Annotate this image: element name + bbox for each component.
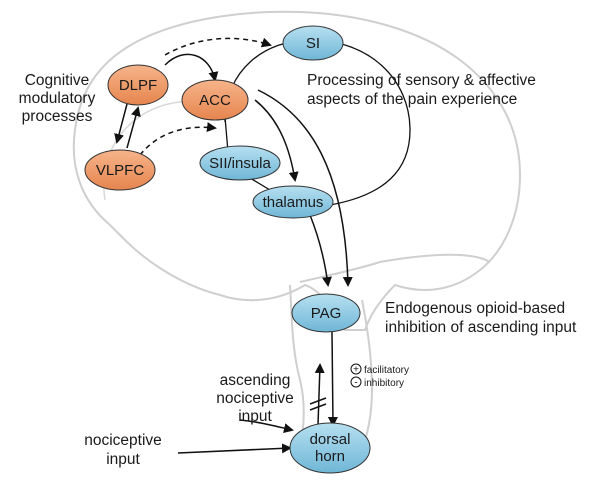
node-thalamus-label: thalamus <box>263 194 324 211</box>
cognitive-line2: modulatory <box>19 90 96 107</box>
node-sii-insula-label: SII/insula <box>209 155 271 172</box>
processing-label: Processing of sensory & affective aspect… <box>307 72 536 108</box>
modulation-legend: + facilitatory - inhibitory <box>350 363 409 389</box>
endogenous-label: Endogenous opioid-based inhibition of as… <box>385 300 577 336</box>
node-dorsal-horn-line1: dorsal <box>310 431 351 448</box>
node-acc-label: ACC <box>199 92 231 109</box>
facilitatory-symbol: + <box>353 365 359 376</box>
node-thalamus: thalamus <box>252 185 334 219</box>
node-sii-insula: SII/insula <box>199 145 281 181</box>
brainstem-outline <box>289 284 374 456</box>
brain-outline <box>72 10 522 331</box>
node-dorsal-horn: dorsal horn <box>289 422 371 474</box>
nociceptive-line1: nociceptive <box>84 432 162 449</box>
dlpf-to-si-dashed-arrow <box>164 37 272 56</box>
ascending-block-mark-1 <box>309 397 327 405</box>
ascending-input-pointer <box>239 419 294 434</box>
acc-to-thalamus-arrow <box>254 99 299 182</box>
node-si: SI <box>282 25 344 61</box>
ascending-block-mark-2 <box>309 403 327 411</box>
cognitive-modulatory-label: Cognitive modulatory processes <box>19 72 96 125</box>
node-acc: ACC <box>181 79 249 121</box>
cognitive-line3: processes <box>22 108 93 125</box>
ascending-line3: input <box>238 408 272 425</box>
endogenous-line1: Endogenous opioid-based <box>385 300 565 317</box>
nociceptive-input-label: nociceptive input <box>84 432 162 468</box>
cerebellum-outline <box>299 253 491 283</box>
inhibitory-symbol-circle <box>350 376 362 388</box>
node-dorsal-horn-line2: horn <box>315 448 345 465</box>
node-vlpfc: VLPFC <box>84 149 156 191</box>
acc-sii-line <box>224 116 229 153</box>
inhibitory-symbol: - <box>354 378 357 389</box>
node-dlpf: DLPF <box>107 64 169 106</box>
facilitatory-symbol-circle <box>350 363 362 375</box>
si-circuit-loop <box>224 39 411 206</box>
dlpf-to-vlpfc-arrow <box>114 103 128 144</box>
vlpfc-to-dlpf-arrow <box>126 106 141 149</box>
thalamus-to-pag-arrow <box>309 214 332 287</box>
ascending-nociceptive-label: ascending nociceptive input <box>216 372 294 425</box>
nociceptive-input-arrow <box>177 443 292 454</box>
ascending-line1: ascending <box>220 372 291 389</box>
ascending-line2: nociceptive <box>216 390 294 407</box>
inhibitory-label: inhibitory <box>364 378 404 389</box>
node-pag: PAG <box>291 293 361 333</box>
acc-to-pag-arrow <box>257 89 353 287</box>
endogenous-line2: inhibition of ascending input <box>385 319 577 336</box>
pag-to-dorsal-horn-arrow <box>327 331 338 427</box>
node-pag-label: PAG <box>311 305 342 322</box>
node-si-label: SI <box>306 35 320 52</box>
nociceptive-line2: input <box>106 451 140 468</box>
cognitive-line1: Cognitive <box>25 72 90 89</box>
dorsal-horn-ascending-arrow <box>314 363 325 426</box>
vlpfc-to-acc-dashed-arrow <box>139 122 217 156</box>
node-dlpf-label: DLPF <box>119 77 157 94</box>
processing-line2: aspects of the pain experience <box>307 91 517 108</box>
dlpf-to-acc-arrow <box>164 53 219 82</box>
node-vlpfc-label: VLPFC <box>96 162 145 179</box>
facilitatory-label: facilitatory <box>364 365 409 376</box>
processing-line1: Processing of sensory & affective <box>307 72 536 89</box>
